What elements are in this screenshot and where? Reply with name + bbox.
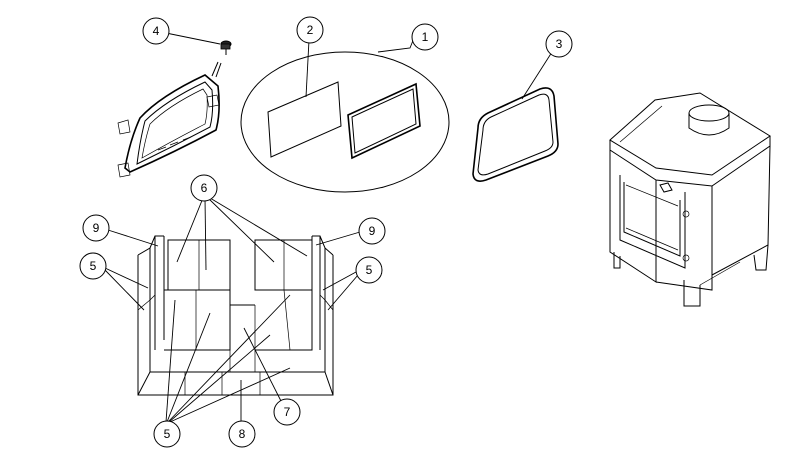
callout-9-left: 9 xyxy=(82,214,110,242)
svg-text:5: 5 xyxy=(90,259,97,273)
svg-text:6: 6 xyxy=(201,181,208,195)
callout-5-right: 5 xyxy=(355,256,383,284)
svg-text:5: 5 xyxy=(164,427,171,441)
screw-part xyxy=(220,40,232,55)
svg-text:5: 5 xyxy=(366,263,373,277)
callout-7: 7 xyxy=(273,398,301,426)
callout-6: 6 xyxy=(190,174,218,202)
callout-8: 8 xyxy=(228,420,256,448)
svg-text:8: 8 xyxy=(239,427,246,441)
svg-text:9: 9 xyxy=(369,224,376,238)
svg-text:1: 1 xyxy=(422,30,429,44)
door-frame xyxy=(117,61,222,178)
callout-5-left: 5 xyxy=(79,252,107,280)
callout-9-right: 9 xyxy=(358,217,386,245)
stove-illustration xyxy=(609,92,771,307)
door-gasket xyxy=(472,87,559,182)
leader-lines xyxy=(104,32,553,423)
glass-gasket xyxy=(347,82,421,160)
svg-text:2: 2 xyxy=(307,23,314,37)
svg-text:7: 7 xyxy=(284,405,291,419)
callout-1: 1 xyxy=(411,23,439,51)
firebrick-assembly xyxy=(137,235,334,396)
glass-panel xyxy=(267,81,342,158)
svg-text:3: 3 xyxy=(556,37,563,51)
callout-3: 3 xyxy=(545,30,573,58)
svg-text:4: 4 xyxy=(153,24,160,38)
callout-2: 2 xyxy=(296,16,324,44)
glass-group-ellipse xyxy=(240,51,450,193)
svg-text:9: 9 xyxy=(93,221,100,235)
callout-5-bottom: 5 xyxy=(153,420,181,448)
callout-4: 4 xyxy=(142,17,170,45)
